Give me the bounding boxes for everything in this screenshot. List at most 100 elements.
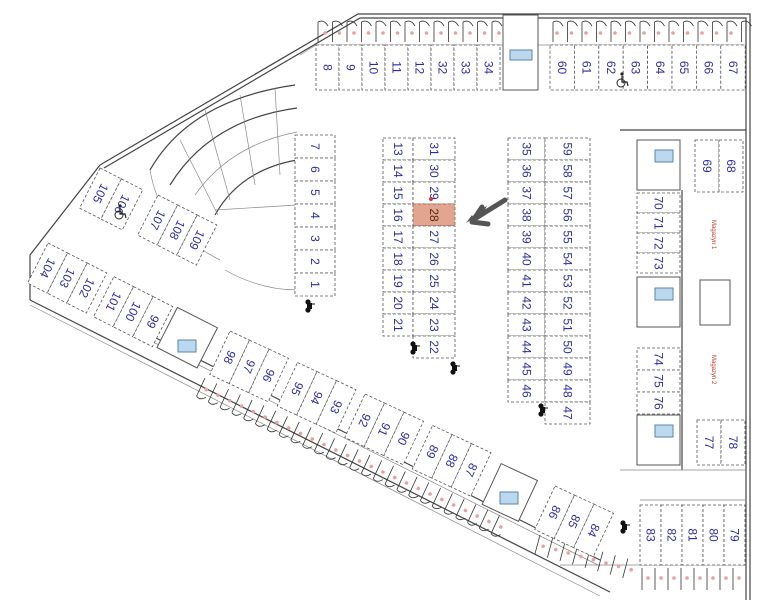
parking-spot[interactable]: 80 <box>702 504 725 566</box>
parking-spot[interactable]: 85 <box>553 494 595 549</box>
parking-spot[interactable]: 82 <box>660 504 683 566</box>
parking-spot[interactable]: 8 <box>315 44 340 91</box>
parking-spot[interactable]: 23 <box>412 313 456 337</box>
parking-spot[interactable]: 71 <box>636 212 681 234</box>
parking-spot[interactable]: 31 <box>412 137 456 161</box>
parking-spot[interactable]: 3 <box>294 226 336 251</box>
parking-spot[interactable]: 79 <box>723 504 746 566</box>
parking-spot[interactable]: 4 <box>294 203 336 228</box>
parking-spot[interactable]: 13 <box>382 137 414 161</box>
parking-spot[interactable]: 14 <box>382 159 414 183</box>
parking-spot[interactable]: 29 <box>412 181 456 205</box>
parking-spot[interactable]: 101 <box>92 276 135 328</box>
parking-spot[interactable]: 51 <box>544 313 591 337</box>
parking-spot[interactable]: 6 <box>294 157 336 182</box>
parking-spot[interactable]: 90 <box>383 411 425 466</box>
parking-spot[interactable]: 15 <box>382 181 414 205</box>
parking-spot[interactable]: 47 <box>544 401 591 425</box>
parking-spot[interactable]: 40 <box>507 247 546 271</box>
parking-spot[interactable]: 81 <box>681 504 704 566</box>
parking-spot[interactable]: 87 <box>450 443 492 497</box>
parking-spot[interactable]: 12 <box>407 44 432 91</box>
parking-spot[interactable]: 41 <box>507 269 546 293</box>
parking-spot[interactable]: 78 <box>720 419 746 466</box>
parking-spot[interactable]: 64 <box>647 44 673 91</box>
parking-spot[interactable]: 89 <box>411 424 453 479</box>
parking-spot[interactable]: 66 <box>695 44 722 91</box>
parking-spot[interactable]: 46 <box>507 379 546 403</box>
parking-spot[interactable]: 106 <box>100 178 144 231</box>
parking-spot[interactable]: 92 <box>344 393 386 448</box>
parking-spot[interactable]: 19 <box>382 269 414 293</box>
parking-spot[interactable]: 49 <box>544 357 591 381</box>
parking-spot[interactable]: 25 <box>412 269 456 293</box>
parking-spot[interactable]: 11 <box>384 44 409 91</box>
parking-spot[interactable]: 39 <box>507 225 546 249</box>
parking-spot[interactable]: 43 <box>507 313 546 337</box>
parking-spot[interactable]: 28 <box>412 203 456 227</box>
parking-spot[interactable]: 50 <box>544 335 591 359</box>
parking-spot[interactable]: 93 <box>315 380 357 434</box>
parking-spot[interactable]: 105 <box>79 167 122 220</box>
parking-spot[interactable]: 45 <box>507 357 546 381</box>
parking-spot[interactable]: 86 <box>534 485 576 540</box>
parking-spot[interactable]: 61 <box>573 44 600 91</box>
parking-spot[interactable]: 83 <box>639 504 662 566</box>
parking-spot[interactable]: 68 <box>718 139 744 193</box>
parking-spot[interactable]: 58 <box>544 159 591 183</box>
parking-spot[interactable]: 18 <box>382 247 414 271</box>
parking-spot[interactable]: 35 <box>507 137 546 161</box>
parking-spot[interactable]: 84 <box>573 503 614 558</box>
parking-spot[interactable]: 16 <box>382 203 414 227</box>
parking-spot[interactable]: 62 <box>598 44 624 91</box>
parking-spot[interactable]: 95 <box>276 361 318 416</box>
parking-spot[interactable]: 21 <box>382 313 414 337</box>
parking-spot[interactable]: 65 <box>671 44 697 91</box>
parking-spot[interactable]: 27 <box>412 225 456 249</box>
parking-spot[interactable]: 42 <box>507 291 546 315</box>
parking-spot[interactable]: 30 <box>412 159 456 183</box>
parking-spot[interactable]: 17 <box>382 225 414 249</box>
parking-spot[interactable]: 57 <box>544 181 591 205</box>
parking-spot[interactable]: 1 <box>294 272 336 297</box>
parking-spot[interactable]: 56 <box>544 203 591 227</box>
parking-spot[interactable]: 26 <box>412 247 456 271</box>
parking-spot[interactable]: 102 <box>66 262 108 314</box>
parking-spot[interactable]: 37 <box>507 181 546 205</box>
parking-spot[interactable]: 72 <box>636 232 681 254</box>
parking-spot[interactable]: 32 <box>430 44 455 91</box>
parking-spot[interactable]: 73 <box>636 252 681 274</box>
parking-spot[interactable]: 98 <box>209 330 251 385</box>
parking-spot[interactable]: 108 <box>156 204 198 256</box>
parking-spot[interactable]: 60 <box>549 44 575 91</box>
parking-spot[interactable]: 103 <box>46 252 88 304</box>
parking-spot[interactable]: 69 <box>694 139 720 193</box>
parking-spot[interactable]: 38 <box>507 203 546 227</box>
parking-spot[interactable]: 67 <box>720 44 746 91</box>
parking-spot[interactable]: 99 <box>132 296 174 348</box>
parking-spot[interactable]: 48 <box>544 379 591 403</box>
parking-spot[interactable]: 10 <box>361 44 386 91</box>
parking-spot[interactable]: 107 <box>137 194 179 246</box>
parking-spot[interactable]: 52 <box>544 291 591 315</box>
parking-spot[interactable]: 70 <box>636 192 681 214</box>
parking-spot[interactable]: 100 <box>112 286 154 338</box>
parking-spot[interactable]: 9 <box>338 44 363 91</box>
parking-spot[interactable]: 53 <box>544 269 591 293</box>
parking-spot[interactable]: 104 <box>27 242 69 294</box>
parking-spot[interactable]: 55 <box>544 225 591 249</box>
parking-spot[interactable]: 74 <box>636 347 681 371</box>
parking-spot[interactable]: 33 <box>453 44 478 91</box>
parking-spot[interactable]: 77 <box>696 419 722 466</box>
parking-spot[interactable]: 59 <box>544 137 591 161</box>
parking-spot[interactable]: 5 <box>294 180 336 205</box>
parking-spot[interactable]: 75 <box>636 369 681 393</box>
parking-spot[interactable]: 2 <box>294 249 336 274</box>
parking-spot[interactable]: 96 <box>248 348 289 403</box>
parking-spot[interactable]: 36 <box>507 159 546 183</box>
parking-spot[interactable]: 34 <box>476 44 501 91</box>
parking-spot[interactable]: 7 <box>294 134 336 159</box>
parking-spot[interactable]: 109 <box>176 214 218 266</box>
parking-spot[interactable]: 54 <box>544 247 591 271</box>
parking-spot[interactable]: 20 <box>382 291 414 315</box>
